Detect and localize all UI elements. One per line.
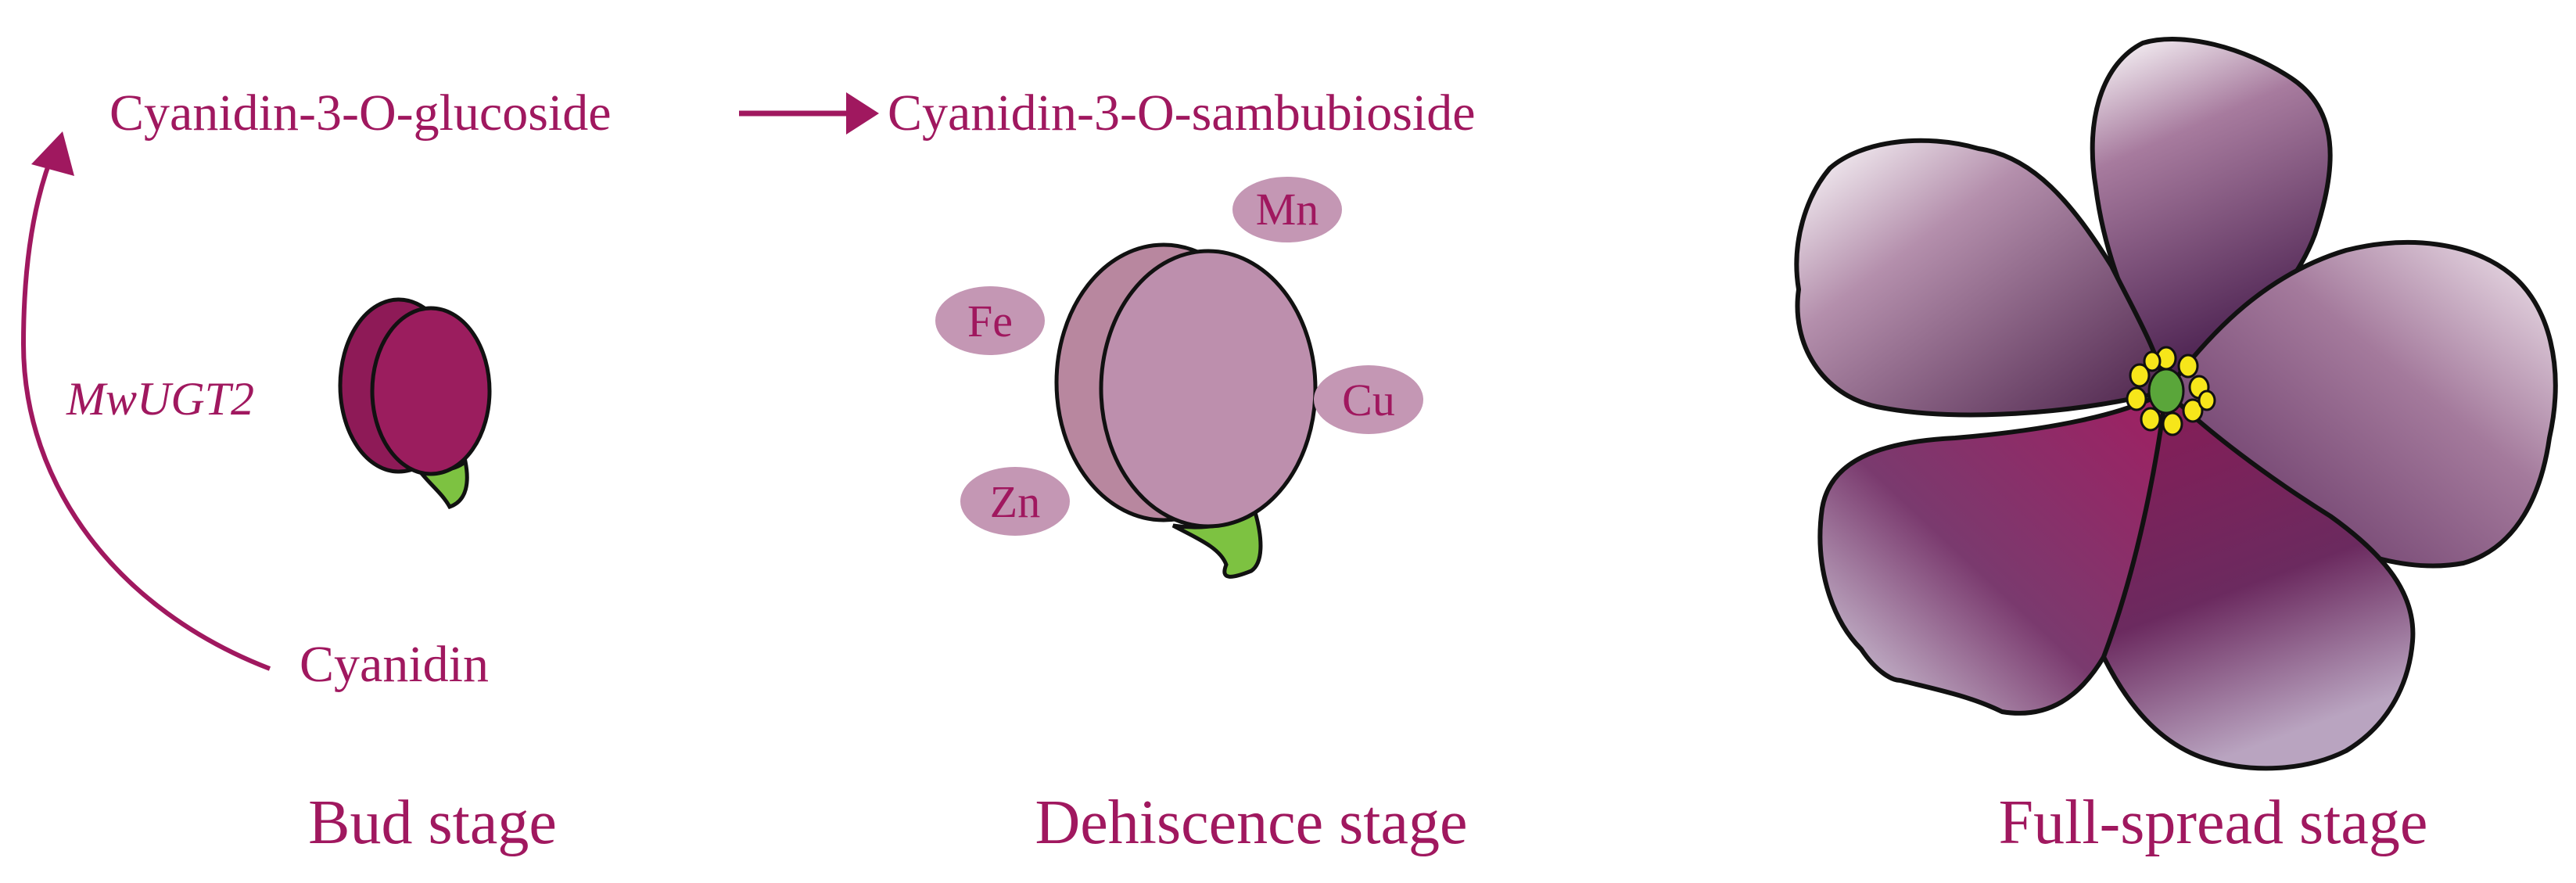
petal-lower-right — [2101, 389, 2416, 771]
bud-front — [370, 306, 492, 476]
enzyme-gene-label: MwUGT2 — [66, 373, 254, 425]
flower-illustration — [1794, 37, 2558, 771]
biosynthesis-curved-arrow — [20, 147, 271, 671]
substrate-label: Cyanidin — [300, 636, 489, 693]
dehiscence-front — [1099, 249, 1318, 529]
ion-zn: Zn — [960, 467, 1070, 536]
flower-stamen — [2126, 346, 2216, 436]
bud-stage-label: Bud stage — [308, 788, 557, 857]
biosynthesis-arrow-head — [31, 131, 74, 176]
ion-cu-label: Cu — [1342, 375, 1395, 425]
ion-mn: Mn — [1232, 177, 1342, 242]
product-label: Cyanidin-3-O-sambubioside — [888, 84, 1476, 142]
ion-mn-label: Mn — [1256, 184, 1319, 235]
dehiscence-illustration — [1054, 242, 1318, 579]
petal-upper-left — [1794, 138, 2169, 418]
conversion-arrow-head — [846, 92, 879, 135]
ion-fe-label: Fe — [967, 296, 1013, 346]
full-spread-stage-label: Full-spread stage — [1999, 788, 2428, 857]
ion-cu: Cu — [1314, 365, 1423, 434]
dehiscence-stage-label: Dehiscence stage — [1035, 788, 1467, 857]
bud-illustration — [338, 297, 492, 510]
intermediate-label: Cyanidin-3-O-glucoside — [109, 84, 612, 142]
ion-fe: Fe — [935, 286, 1045, 355]
ion-zn-label: Zn — [990, 476, 1040, 527]
